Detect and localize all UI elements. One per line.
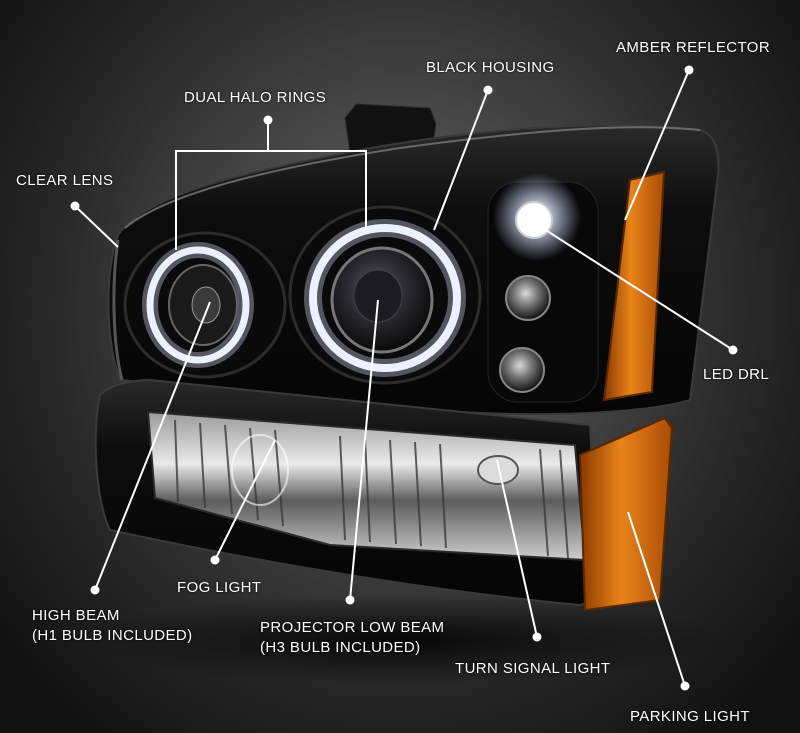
label-projector-line1: PROJECTOR LOW BEAM	[260, 619, 445, 636]
halo-ring-left-glow	[142, 242, 254, 368]
label-high-beam-line1: HIGH BEAM	[32, 607, 120, 624]
led-drl-bottom	[499, 347, 545, 393]
label-high-beam: HIGH BEAM (H1 BULB INCLUDED)	[32, 606, 193, 646]
label-clear-lens: CLEAR LENS	[16, 172, 114, 189]
led-drl-middle	[505, 275, 551, 321]
clear-lens-rim	[112, 239, 124, 381]
label-turn-signal-light: TURN SIGNAL LIGHT	[455, 660, 611, 677]
high-beam-bulb	[191, 286, 221, 324]
label-high-beam-line2: (H1 BULB INCLUDED)	[32, 627, 193, 644]
label-fog-light: FOG LIGHT	[177, 579, 262, 596]
parking-light	[578, 416, 674, 612]
floor-shadow	[70, 595, 730, 685]
fog-light-center	[231, 434, 289, 506]
label-parking-light: PARKING LIGHT	[630, 708, 750, 725]
label-dual-halo-rings: DUAL HALO RINGS	[184, 89, 327, 106]
fog-light-bulb	[477, 455, 519, 485]
label-black-housing: BLACK HOUSING	[426, 59, 555, 76]
label-projector-low-beam: PROJECTOR LOW BEAM (H3 BULB INCLUDED)	[260, 618, 444, 658]
halo-ring-right	[309, 224, 461, 372]
projector-lens-core	[353, 269, 403, 323]
label-led-drl: LED DRL	[703, 366, 770, 383]
label-projector-line2: (H3 BULB INCLUDED)	[260, 639, 421, 656]
callout-dots	[70, 65, 738, 691]
led-drl-top	[515, 201, 553, 239]
label-amber-reflector: AMBER REFLECTOR	[616, 39, 771, 56]
chrome-ribs	[174, 419, 569, 559]
clear-lens-edge	[124, 126, 701, 229]
halo-ring-right-glow	[304, 219, 466, 377]
halo-ring-left	[146, 246, 250, 364]
callout-lines	[74, 69, 734, 687]
